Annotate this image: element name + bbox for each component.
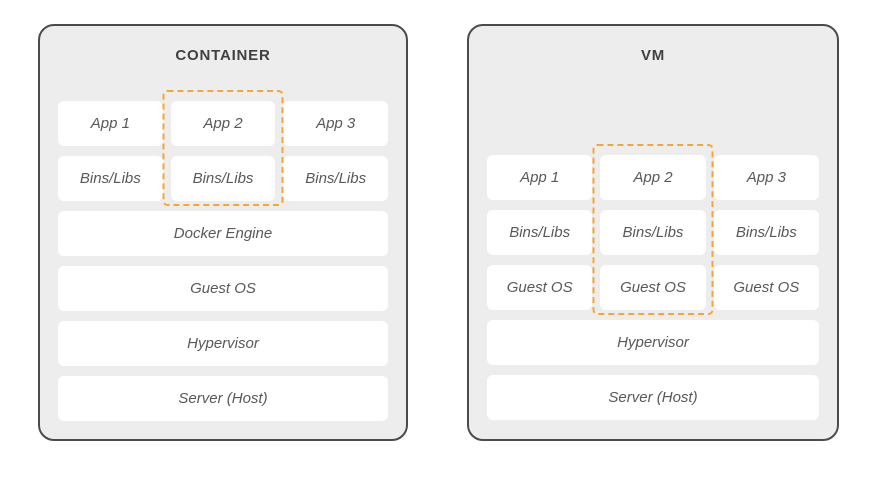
vm-hypervisor-row: Hypervisor xyxy=(487,320,819,365)
container-panel-title: CONTAINER xyxy=(175,47,271,64)
vm-cell-guest-os-3: Guest OS xyxy=(713,265,819,310)
vm-cell-app-1: App 1 xyxy=(487,155,593,200)
vm-app-row: App 1 App 2 App 3 xyxy=(487,155,819,200)
container-docker-engine-row: Docker Engine xyxy=(58,211,388,256)
vm-panel-title: VM xyxy=(640,47,666,64)
container-cell-docker-engine: Docker Engine xyxy=(58,211,388,256)
vm-cell-binslibs-2: Bins/Libs xyxy=(600,210,706,255)
container-layer-stack: App 1 App 2 App 3 Bins/Libs Bins/Libs Bi… xyxy=(40,101,406,421)
vm-guest-os-row: Guest OS Guest OS Guest OS xyxy=(487,265,819,310)
container-app-row: App 1 App 2 App 3 xyxy=(58,101,389,146)
container-cell-binslibs-2: Bins/Libs xyxy=(170,156,276,201)
container-cell-app-3: App 3 xyxy=(283,101,389,146)
container-cell-server-host: Server (Host) xyxy=(58,376,388,421)
vm-cell-app-3: App 3 xyxy=(713,155,819,200)
vm-binslibs-row: Bins/Libs Bins/Libs Bins/Libs xyxy=(487,210,819,255)
vm-cell-hypervisor: Hypervisor xyxy=(487,320,819,365)
vm-cell-binslibs-3: Bins/Libs xyxy=(713,210,819,255)
container-guest-os-row: Guest OS xyxy=(58,266,388,311)
container-cell-guest-os: Guest OS xyxy=(58,266,388,311)
vm-layer-stack: App 1 App 2 App 3 Bins/Libs Bins/Libs Bi… xyxy=(469,155,837,420)
vm-cell-server-host: Server (Host) xyxy=(487,375,819,420)
container-panel: CONTAINER App 1 App 2 App 3 Bins/Libs Bi… xyxy=(38,24,408,441)
container-cell-binslibs-3: Bins/Libs xyxy=(283,156,389,201)
vm-cell-binslibs-1: Bins/Libs xyxy=(487,210,593,255)
container-cell-binslibs-1: Bins/Libs xyxy=(58,156,163,201)
vm-panel: VM App 1 App 2 App 3 Bins/Libs Bins/Libs… xyxy=(467,24,839,441)
vm-cell-app-2: App 2 xyxy=(600,155,706,200)
vm-server-host-row: Server (Host) xyxy=(487,375,819,420)
vm-cell-guest-os-2: Guest OS xyxy=(600,265,706,310)
vm-cell-guest-os-1: Guest OS xyxy=(487,265,593,310)
container-binslibs-row: Bins/Libs Bins/Libs Bins/Libs xyxy=(58,156,389,201)
container-cell-app-1: App 1 xyxy=(58,101,163,146)
container-server-host-row: Server (Host) xyxy=(58,376,388,421)
container-cell-app-2: App 2 xyxy=(170,101,276,146)
container-cell-hypervisor: Hypervisor xyxy=(58,321,388,366)
container-hypervisor-row: Hypervisor xyxy=(58,321,388,366)
